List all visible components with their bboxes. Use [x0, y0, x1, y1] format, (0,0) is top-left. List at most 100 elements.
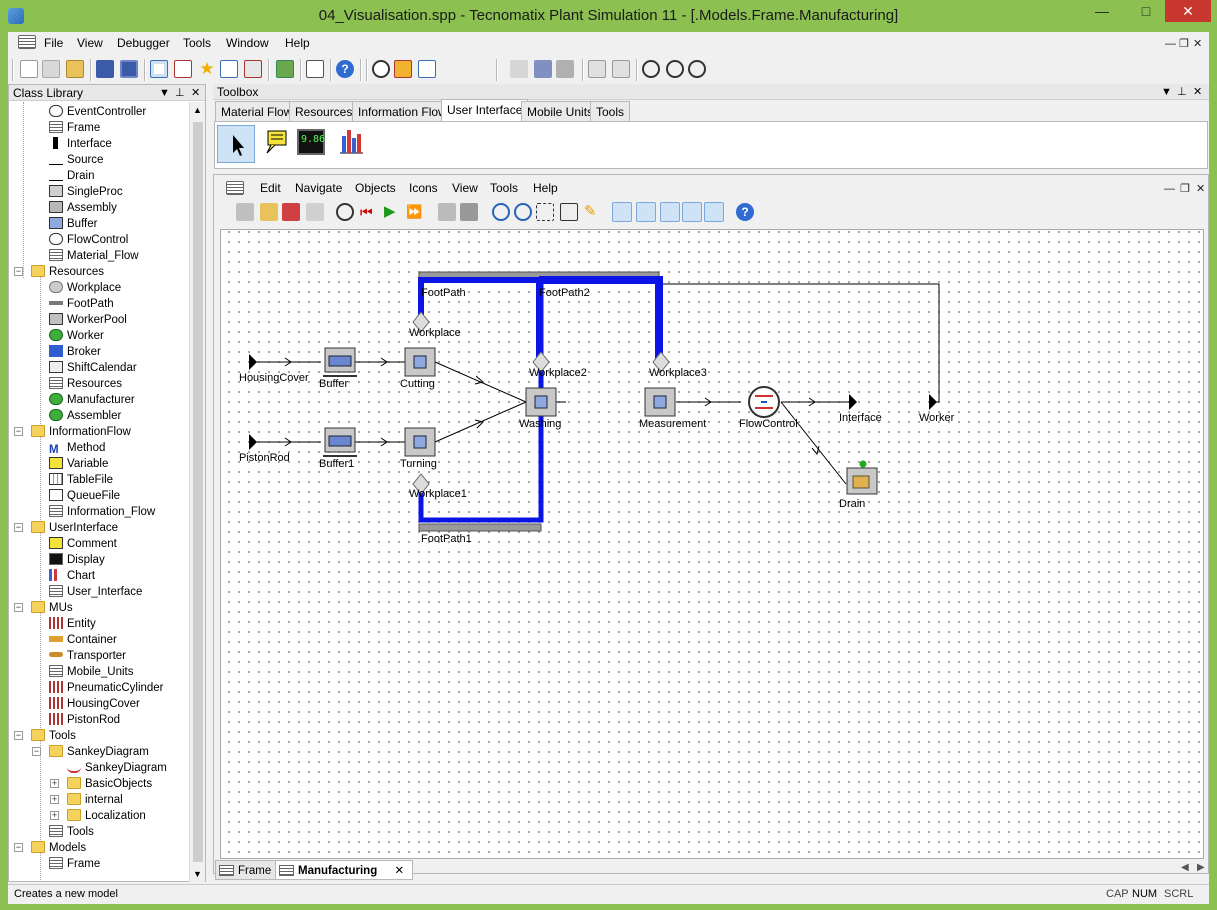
- tools-icon[interactable]: [704, 202, 724, 222]
- tree-item[interactable]: FlowControl: [49, 232, 128, 248]
- structure-icon[interactable]: [236, 203, 254, 221]
- console-icon[interactable]: [220, 60, 238, 78]
- tree-item[interactable]: −Tools: [14, 728, 76, 744]
- menu-help[interactable]: Help: [285, 36, 310, 50]
- tree-item[interactable]: ShiftCalendar: [49, 360, 137, 376]
- menu-tools[interactable]: Tools: [183, 36, 212, 50]
- tool-comment[interactable]: [261, 127, 291, 157]
- model-canvas[interactable]: FootPath FootPath2 FootPath1 Workplace W…: [220, 229, 1204, 859]
- app-icon[interactable]: [8, 8, 24, 24]
- turning-icon[interactable]: [404, 427, 436, 457]
- event-controller-icon[interactable]: [372, 60, 390, 78]
- connector[interactable]: [434, 401, 527, 443]
- tree-item[interactable]: Entity: [49, 616, 96, 632]
- model-menu-view[interactable]: View: [452, 181, 478, 195]
- tree-item[interactable]: −MUs: [14, 600, 73, 616]
- help-icon[interactable]: ?: [336, 60, 354, 78]
- tree-item[interactable]: PneumaticCylinder: [49, 680, 164, 696]
- expand-icon[interactable]: +: [50, 810, 59, 820]
- connector[interactable]: [780, 401, 847, 485]
- open-location-icon[interactable]: [260, 203, 278, 221]
- tree-item[interactable]: Worker: [49, 328, 104, 344]
- tool-display[interactable]: 9.86: [297, 129, 325, 155]
- collapse-icon[interactable]: −: [14, 522, 23, 532]
- maximize-button[interactable]: □: [1141, 3, 1151, 19]
- tree-item[interactable]: Material_Flow: [49, 248, 139, 264]
- reference-icon[interactable]: [306, 203, 324, 221]
- expand-icon[interactable]: +: [50, 794, 59, 804]
- tab-scroll-left-icon[interactable]: ◀: [1181, 862, 1189, 873]
- model-menu-edit[interactable]: Edit: [260, 181, 281, 195]
- collapse-icon[interactable]: −: [14, 266, 23, 276]
- connector-icon[interactable]: [636, 202, 656, 222]
- frame-menu-icon[interactable]: [18, 35, 36, 49]
- collapse-icon[interactable]: −: [14, 842, 23, 852]
- window-minimize-icon[interactable]: —: [1164, 183, 1175, 195]
- washing-icon[interactable]: [525, 387, 557, 417]
- tree-item[interactable]: Comment: [49, 536, 117, 552]
- objects-icon[interactable]: [418, 60, 436, 78]
- class-library-icon[interactable]: [150, 60, 168, 78]
- panel-menu-icon[interactable]: ▼: [1161, 86, 1172, 98]
- connector-mode-icon[interactable]: [612, 202, 632, 222]
- workplace2-icon[interactable]: [532, 351, 550, 373]
- toolbox-icon[interactable]: [276, 60, 294, 78]
- watch-icon[interactable]: [612, 60, 630, 78]
- tab-resources[interactable]: Resources: [289, 101, 359, 121]
- expand-icon[interactable]: +: [50, 778, 59, 788]
- collapse-icon[interactable]: −: [14, 602, 23, 612]
- pencil-icon[interactable]: ✎: [584, 203, 597, 220]
- pin-icon[interactable]: ⊥: [175, 87, 185, 99]
- tree-scrollbar[interactable]: ▲ ▼: [189, 102, 205, 882]
- tree-item[interactable]: −Models: [14, 840, 86, 856]
- mdi-close-icon[interactable]: ✕: [1193, 38, 1203, 50]
- tree-item[interactable]: Interface: [49, 136, 112, 152]
- tab-material-flow[interactable]: Material Flow: [215, 101, 299, 121]
- tab-scroll-right-icon[interactable]: ▶: [1197, 862, 1205, 873]
- tree-item[interactable]: −UserInterface: [14, 520, 118, 536]
- new-icon[interactable]: [20, 60, 38, 78]
- tree-item[interactable]: QueueFile: [49, 488, 120, 504]
- tree-item[interactable]: −SankeyDiagram: [32, 744, 149, 760]
- source-housingcover-icon[interactable]: [249, 354, 257, 370]
- tree-item[interactable]: SankeyDiagram: [67, 760, 167, 776]
- clock-icon[interactable]: [642, 60, 660, 78]
- collapse-icon[interactable]: −: [14, 426, 23, 436]
- zoom-fit-icon[interactable]: [536, 203, 554, 221]
- tree-item[interactable]: Assembler: [49, 408, 121, 424]
- workplace1-icon[interactable]: [412, 473, 430, 495]
- fit-window-icon[interactable]: [560, 203, 578, 221]
- scroll-up-icon[interactable]: ▲: [193, 105, 202, 115]
- footpath1-bar[interactable]: [418, 523, 542, 532]
- footpath2-route[interactable]: [539, 276, 663, 360]
- window-restore-icon[interactable]: ❐: [1180, 183, 1190, 195]
- menu-view[interactable]: View: [77, 36, 103, 50]
- tree-item[interactable]: −InformationFlow: [14, 424, 131, 440]
- tooltip-icon[interactable]: [660, 202, 680, 222]
- tree-item[interactable]: Mobile_Units: [49, 664, 133, 680]
- delete-icon[interactable]: [438, 203, 456, 221]
- workplace-icon[interactable]: [412, 311, 430, 333]
- pin-icon[interactable]: ⊥: [1177, 86, 1187, 98]
- tab-close-icon[interactable]: ✕: [394, 865, 405, 877]
- collapse-icon[interactable]: −: [14, 730, 23, 740]
- model-menu-navigate[interactable]: Navigate: [295, 181, 343, 195]
- mdi-restore-icon[interactable]: ❐: [1179, 38, 1189, 50]
- zoom-in-icon[interactable]: [492, 203, 510, 221]
- tree-item[interactable]: FootPath: [49, 296, 114, 312]
- drain-icon[interactable]: [846, 460, 878, 495]
- tree-item[interactable]: User_Interface: [49, 584, 142, 600]
- tree-item[interactable]: +BasicObjects: [50, 776, 152, 792]
- window-close-icon[interactable]: ✕: [1196, 183, 1206, 195]
- save-icon[interactable]: [96, 60, 114, 78]
- panel-close-icon[interactable]: ✕: [191, 87, 201, 99]
- tree-item[interactable]: Workplace: [49, 280, 121, 296]
- model-menu-help[interactable]: Help: [533, 181, 558, 195]
- source-pistonrod-icon[interactable]: [249, 434, 257, 450]
- footpath1-route[interactable]: [418, 280, 544, 523]
- start-icon[interactable]: ▶: [384, 203, 396, 220]
- tree-item[interactable]: Broker: [49, 344, 101, 360]
- tab-information-flow[interactable]: Information Flow: [352, 101, 453, 121]
- open-recent-icon[interactable]: [42, 60, 60, 78]
- model-menu-icons[interactable]: Icons: [409, 181, 438, 195]
